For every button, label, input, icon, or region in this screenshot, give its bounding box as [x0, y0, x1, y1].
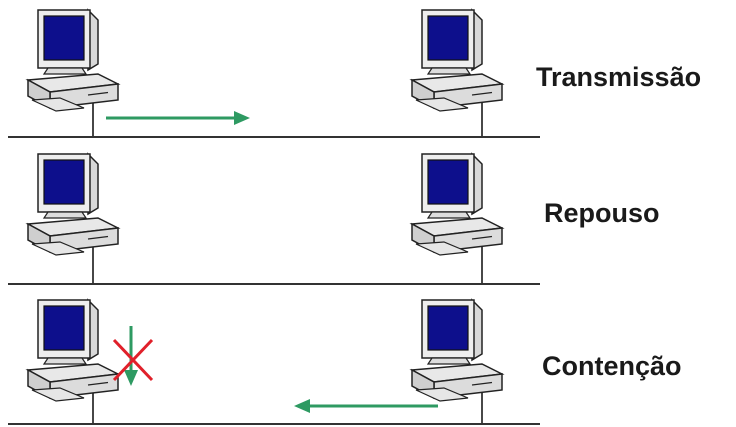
- row-contention: Contenção: [8, 299, 682, 425]
- row-transmission: Transmissão: [8, 9, 701, 138]
- green-arrow-icon: [294, 399, 438, 413]
- computer-icon: [27, 299, 119, 402]
- row-label: Transmissão: [536, 62, 701, 92]
- computer-icon: [411, 299, 503, 402]
- computer-icon: [27, 9, 119, 112]
- computer-icon: [27, 153, 119, 256]
- green-arrow-icon: [124, 326, 138, 386]
- row-label: Repouso: [544, 198, 660, 228]
- row-label: Contenção: [542, 351, 682, 381]
- computer-icon: [411, 153, 503, 256]
- computer-icon: [411, 9, 503, 112]
- green-arrow-icon: [106, 111, 250, 125]
- row-idle: Repouso: [8, 153, 660, 285]
- red-x-icon: [112, 338, 154, 382]
